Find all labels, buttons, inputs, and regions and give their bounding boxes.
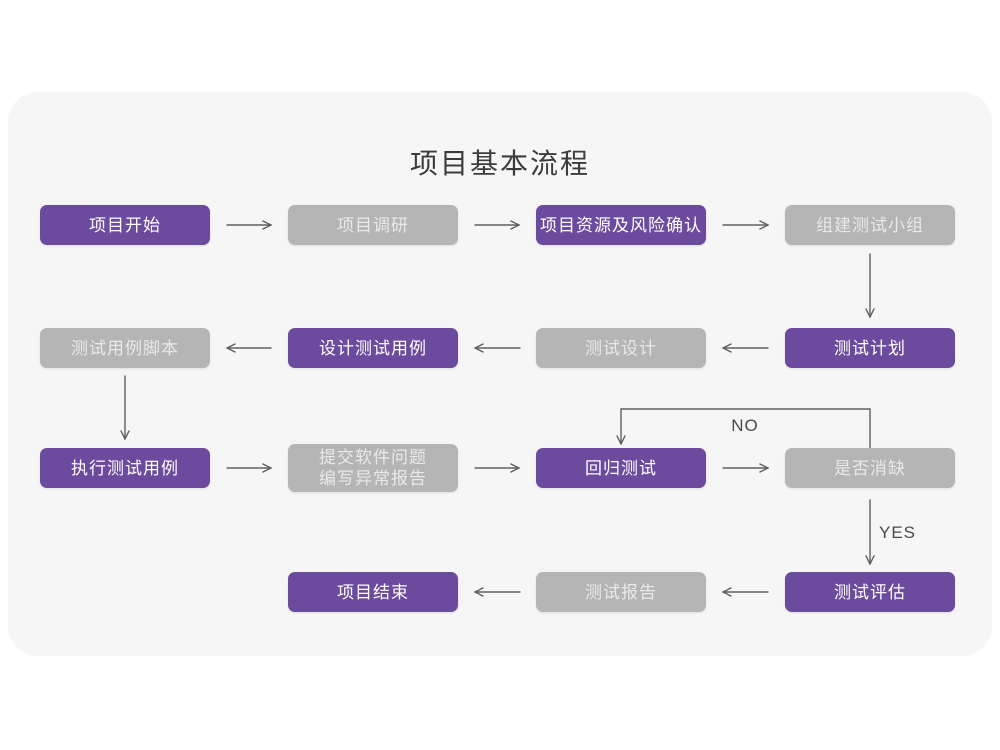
edge-label-yes: YES: [879, 523, 917, 542]
flow-node-execute-test-cases: 执行测试用例: [40, 448, 210, 488]
flow-node-build-test-team: 组建测试小组: [785, 205, 955, 245]
flow-node-label: 项目结束: [337, 582, 409, 602]
flow-node-design-test-cases: 设计测试用例: [288, 328, 458, 368]
flow-node-test-plan: 测试计划: [785, 328, 955, 368]
flow-node-label: 项目开始: [89, 215, 161, 235]
flow-node-label: 编写异常报告: [319, 469, 427, 488]
flow-node-label: 测试用例脚本: [71, 338, 179, 358]
diagram-title: 项目基本流程: [409, 148, 590, 179]
flow-node-label: 测试计划: [834, 338, 906, 358]
flow-node-label: 组建测试小组: [816, 215, 924, 235]
flow-node-test-evaluation: 测试评估: [785, 572, 955, 612]
flow-node-label: 项目调研: [337, 215, 409, 235]
flow-node-label: 回归测试: [585, 458, 657, 478]
flow-node-label: 执行测试用例: [71, 458, 179, 478]
flow-node-submit-issue-report: 提交软件问题编写异常报告: [288, 444, 458, 492]
flow-node-project-start: 项目开始: [40, 205, 210, 245]
flow-node-test-report: 测试报告: [536, 572, 706, 612]
flow-node-resources-and-risk: 项目资源及风险确认: [536, 205, 706, 245]
flow-node-label: 项目资源及风险确认: [540, 215, 702, 235]
flow-node-label: 测试评估: [834, 582, 906, 602]
flow-node-label: 是否消缺: [834, 458, 906, 478]
flowchart-card: [8, 92, 992, 656]
flow-node-project-end: 项目结束: [288, 572, 458, 612]
flow-node-label: 设计测试用例: [319, 338, 427, 358]
flow-node-test-case-script: 测试用例脚本: [40, 328, 210, 368]
flow-node-label: 测试报告: [585, 582, 657, 602]
flow-node-defect-cleared: 是否消缺: [785, 448, 955, 488]
flow-node-label: 测试设计: [585, 338, 657, 358]
flow-node-regression-test: 回归测试: [536, 448, 706, 488]
flow-node-label: 提交软件问题: [319, 448, 427, 467]
flow-node-test-design: 测试设计: [536, 328, 706, 368]
flow-node-project-research: 项目调研: [288, 205, 458, 245]
edge-label-no: NO: [731, 416, 759, 435]
